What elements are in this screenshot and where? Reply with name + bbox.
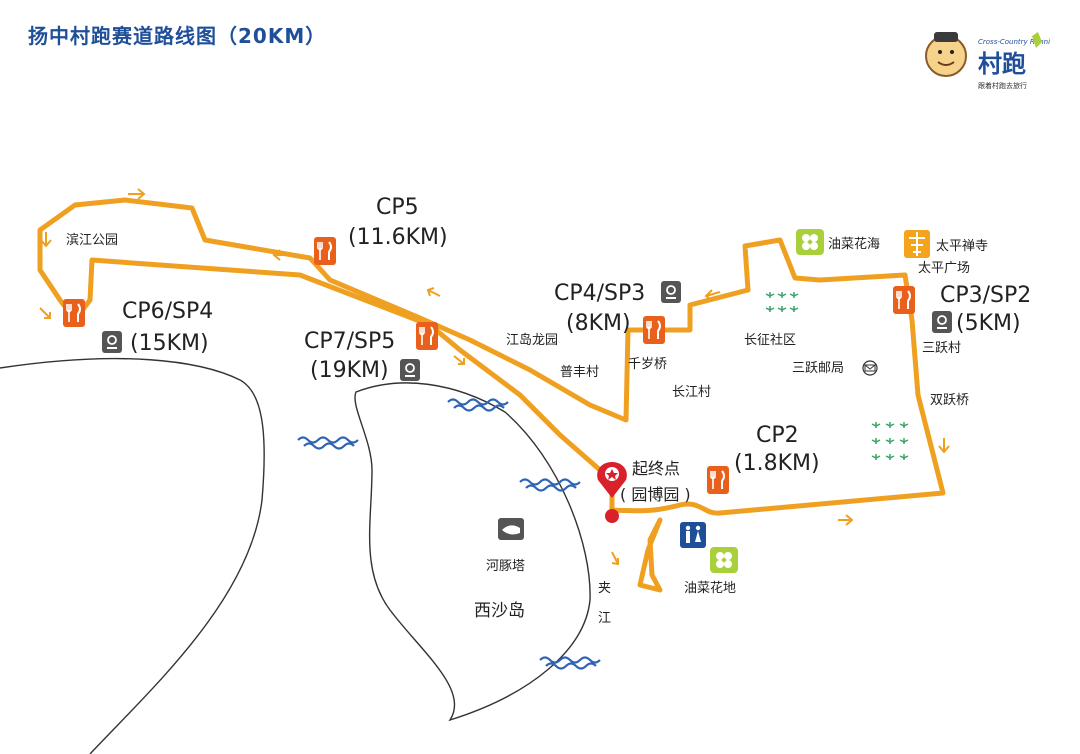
place-taiping-temple: 太平禅寺 — [936, 239, 988, 254]
start-label: 起终点 — [632, 459, 680, 478]
place-sanyue-post: 三跃邮局 — [792, 361, 844, 376]
place-changzheng-community: 长征社区 — [744, 332, 796, 348]
mail-icon — [862, 360, 878, 376]
cp5-distance: (11.6KM) — [348, 225, 448, 250]
place-shuangyue-bridge: 双跃桥 — [930, 393, 969, 408]
place-changjiang-village: 长江村 — [672, 385, 711, 400]
cp3-label: CP3/SP2 — [940, 283, 1031, 308]
place-jiajiang-1: 夹 — [598, 581, 611, 596]
direction-arrows — [39, 188, 950, 566]
brand-sub-en: Cross-Country Running — [978, 38, 1050, 46]
start-sublabel: ( 园博园 ) — [620, 485, 691, 504]
fork-knife-icon — [642, 315, 666, 345]
supply-point-icon — [101, 330, 123, 354]
cp6-distance: (15KM) — [130, 331, 209, 356]
riverbank-line — [0, 357, 265, 754]
pagoda-icon — [904, 230, 930, 258]
start-pin-icon — [597, 462, 627, 523]
cp7-distance: (19KM) — [310, 358, 389, 383]
place-jiangdao-longyuan: 江岛龙园 — [506, 332, 558, 348]
fork-knife-icon — [892, 285, 916, 315]
cp4-distance: (8KM) — [566, 311, 631, 336]
fork-knife-icon — [706, 465, 730, 495]
water-wave — [296, 436, 360, 450]
cp5-label: CP5 — [376, 195, 419, 220]
place-qiansui-bridge: 千岁桥 — [628, 357, 667, 372]
place-youcai-huadi: 油菜花地 — [684, 580, 736, 596]
place-binjiang-park: 滨江公园 — [66, 232, 118, 248]
supply-point-icon — [660, 280, 682, 304]
rapeseed-flower-icon — [796, 229, 824, 255]
supply-point-icon — [399, 358, 421, 382]
fork-knife-icon — [313, 236, 337, 266]
brand-logo: Cross-Country Running 村跑 跟着村跑去旅行 — [920, 22, 1050, 100]
brand-logo-text: 村跑 — [978, 50, 1026, 78]
place-taiping-square: 太平广场 — [918, 261, 970, 276]
hetun-tower-icon — [498, 518, 524, 540]
rapeseed-flower-icon — [710, 547, 738, 573]
cp3-distance: (5KM) — [956, 311, 1021, 336]
place-pufeng-village: 普丰村 — [560, 365, 599, 380]
brand-slogan: 跟着村跑去旅行 — [978, 81, 1027, 90]
fork-knife-icon — [415, 321, 439, 351]
cp2-label: CP2 — [756, 423, 799, 448]
restroom-icon — [680, 522, 706, 548]
water-wave — [518, 478, 582, 492]
cp6-label: CP6/SP4 — [122, 299, 213, 324]
xisha-island-outline — [354, 382, 591, 722]
place-jiajiang-2: 江 — [598, 611, 611, 626]
route-line — [37, 197, 946, 593]
fork-knife-icon — [62, 298, 86, 328]
cp7-label: CP7/SP5 — [304, 329, 395, 354]
place-hetun-tower: 河豚塔 — [486, 559, 525, 574]
place-sanyue-village: 三跃村 — [922, 341, 961, 356]
cp2-distance: (1.8KM) — [734, 451, 820, 476]
cp4-label: CP4/SP3 — [554, 281, 645, 306]
place-youcai-huahai: 油菜花海 — [828, 236, 880, 252]
map-title: 扬中村跑赛道路线图（20KM） — [28, 24, 327, 48]
water-wave — [538, 656, 602, 670]
place-xisha-island: 西沙岛 — [474, 601, 525, 621]
supply-point-icon — [931, 310, 953, 334]
